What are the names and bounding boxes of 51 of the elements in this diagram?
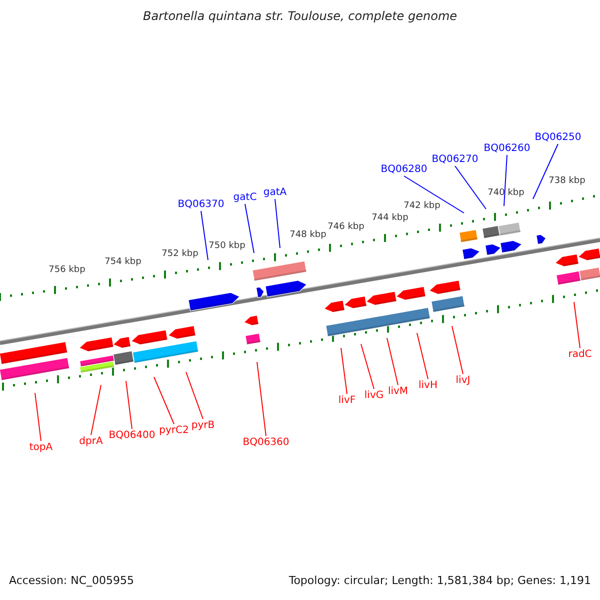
- accession-text: Accession: NC_005955: [9, 574, 134, 588]
- gene-label: BQ06360: [242, 436, 290, 449]
- leader-line: [154, 376, 174, 424]
- leader-line: [200, 210, 208, 260]
- gene-label: livG: [364, 389, 384, 402]
- gene-label: radC: [568, 348, 592, 361]
- leader-line: [34, 392, 42, 442]
- leader-line: [416, 332, 428, 380]
- leader-line: [90, 384, 102, 436]
- leader-line: [126, 380, 132, 430]
- gene-label: BQ06270: [432, 153, 478, 166]
- gene-label: livH: [418, 379, 438, 392]
- gene-label: livF: [338, 394, 356, 407]
- leader-line: [504, 154, 508, 206]
- leader-line: [574, 302, 580, 348]
- gene-label: gatC: [233, 191, 257, 204]
- leader-line: [386, 338, 398, 386]
- leader-line: [256, 362, 266, 436]
- position-label: 742 kbp: [404, 201, 440, 212]
- position-label: 748 kbp: [290, 230, 326, 241]
- leader-line: [452, 326, 464, 374]
- leader-line: [360, 344, 374, 390]
- leader-line: [454, 166, 486, 210]
- gene-label: BQ06250: [534, 131, 582, 144]
- gene-label: livJ: [456, 374, 470, 387]
- leader-line: [186, 372, 204, 420]
- leader-line: [404, 176, 464, 214]
- position-label: 744 kbp: [372, 213, 408, 224]
- position-label: 740 kbp: [488, 188, 524, 199]
- gene-label: topA: [29, 441, 53, 454]
- leader-line: [244, 204, 254, 254]
- leader-line: [532, 144, 558, 200]
- gene-label: dprA: [79, 435, 103, 448]
- gene-label: livM: [388, 385, 408, 398]
- genome-stats-text: Topology: circular; Length: 1,581,384 bp; Genes: 1,191: [288, 574, 591, 588]
- gene-label: BQ06400: [108, 429, 156, 442]
- gene-label: pyrB: [191, 419, 215, 432]
- leader-line: [274, 198, 280, 248]
- position-label: 746 kbp: [328, 222, 364, 233]
- gene-label: pyrC2: [159, 424, 189, 437]
- position-label: 754 kbp: [104, 257, 142, 268]
- genome-title: Bartonella quintana str. Toulouse, complete genome: [142, 9, 458, 23]
- position-label: 756 kbp: [48, 265, 86, 276]
- gene-label: BQ06280: [380, 163, 428, 176]
- gene-label: BQ06260: [484, 142, 530, 155]
- leader-line: [340, 348, 348, 394]
- gene-label: gatA: [263, 186, 287, 199]
- position-label: 752 kbp: [162, 249, 198, 260]
- position-label: 750 kbp: [208, 241, 246, 252]
- position-label: 738 kbp: [548, 176, 586, 187]
- gene-label: BQ06370: [178, 198, 224, 211]
